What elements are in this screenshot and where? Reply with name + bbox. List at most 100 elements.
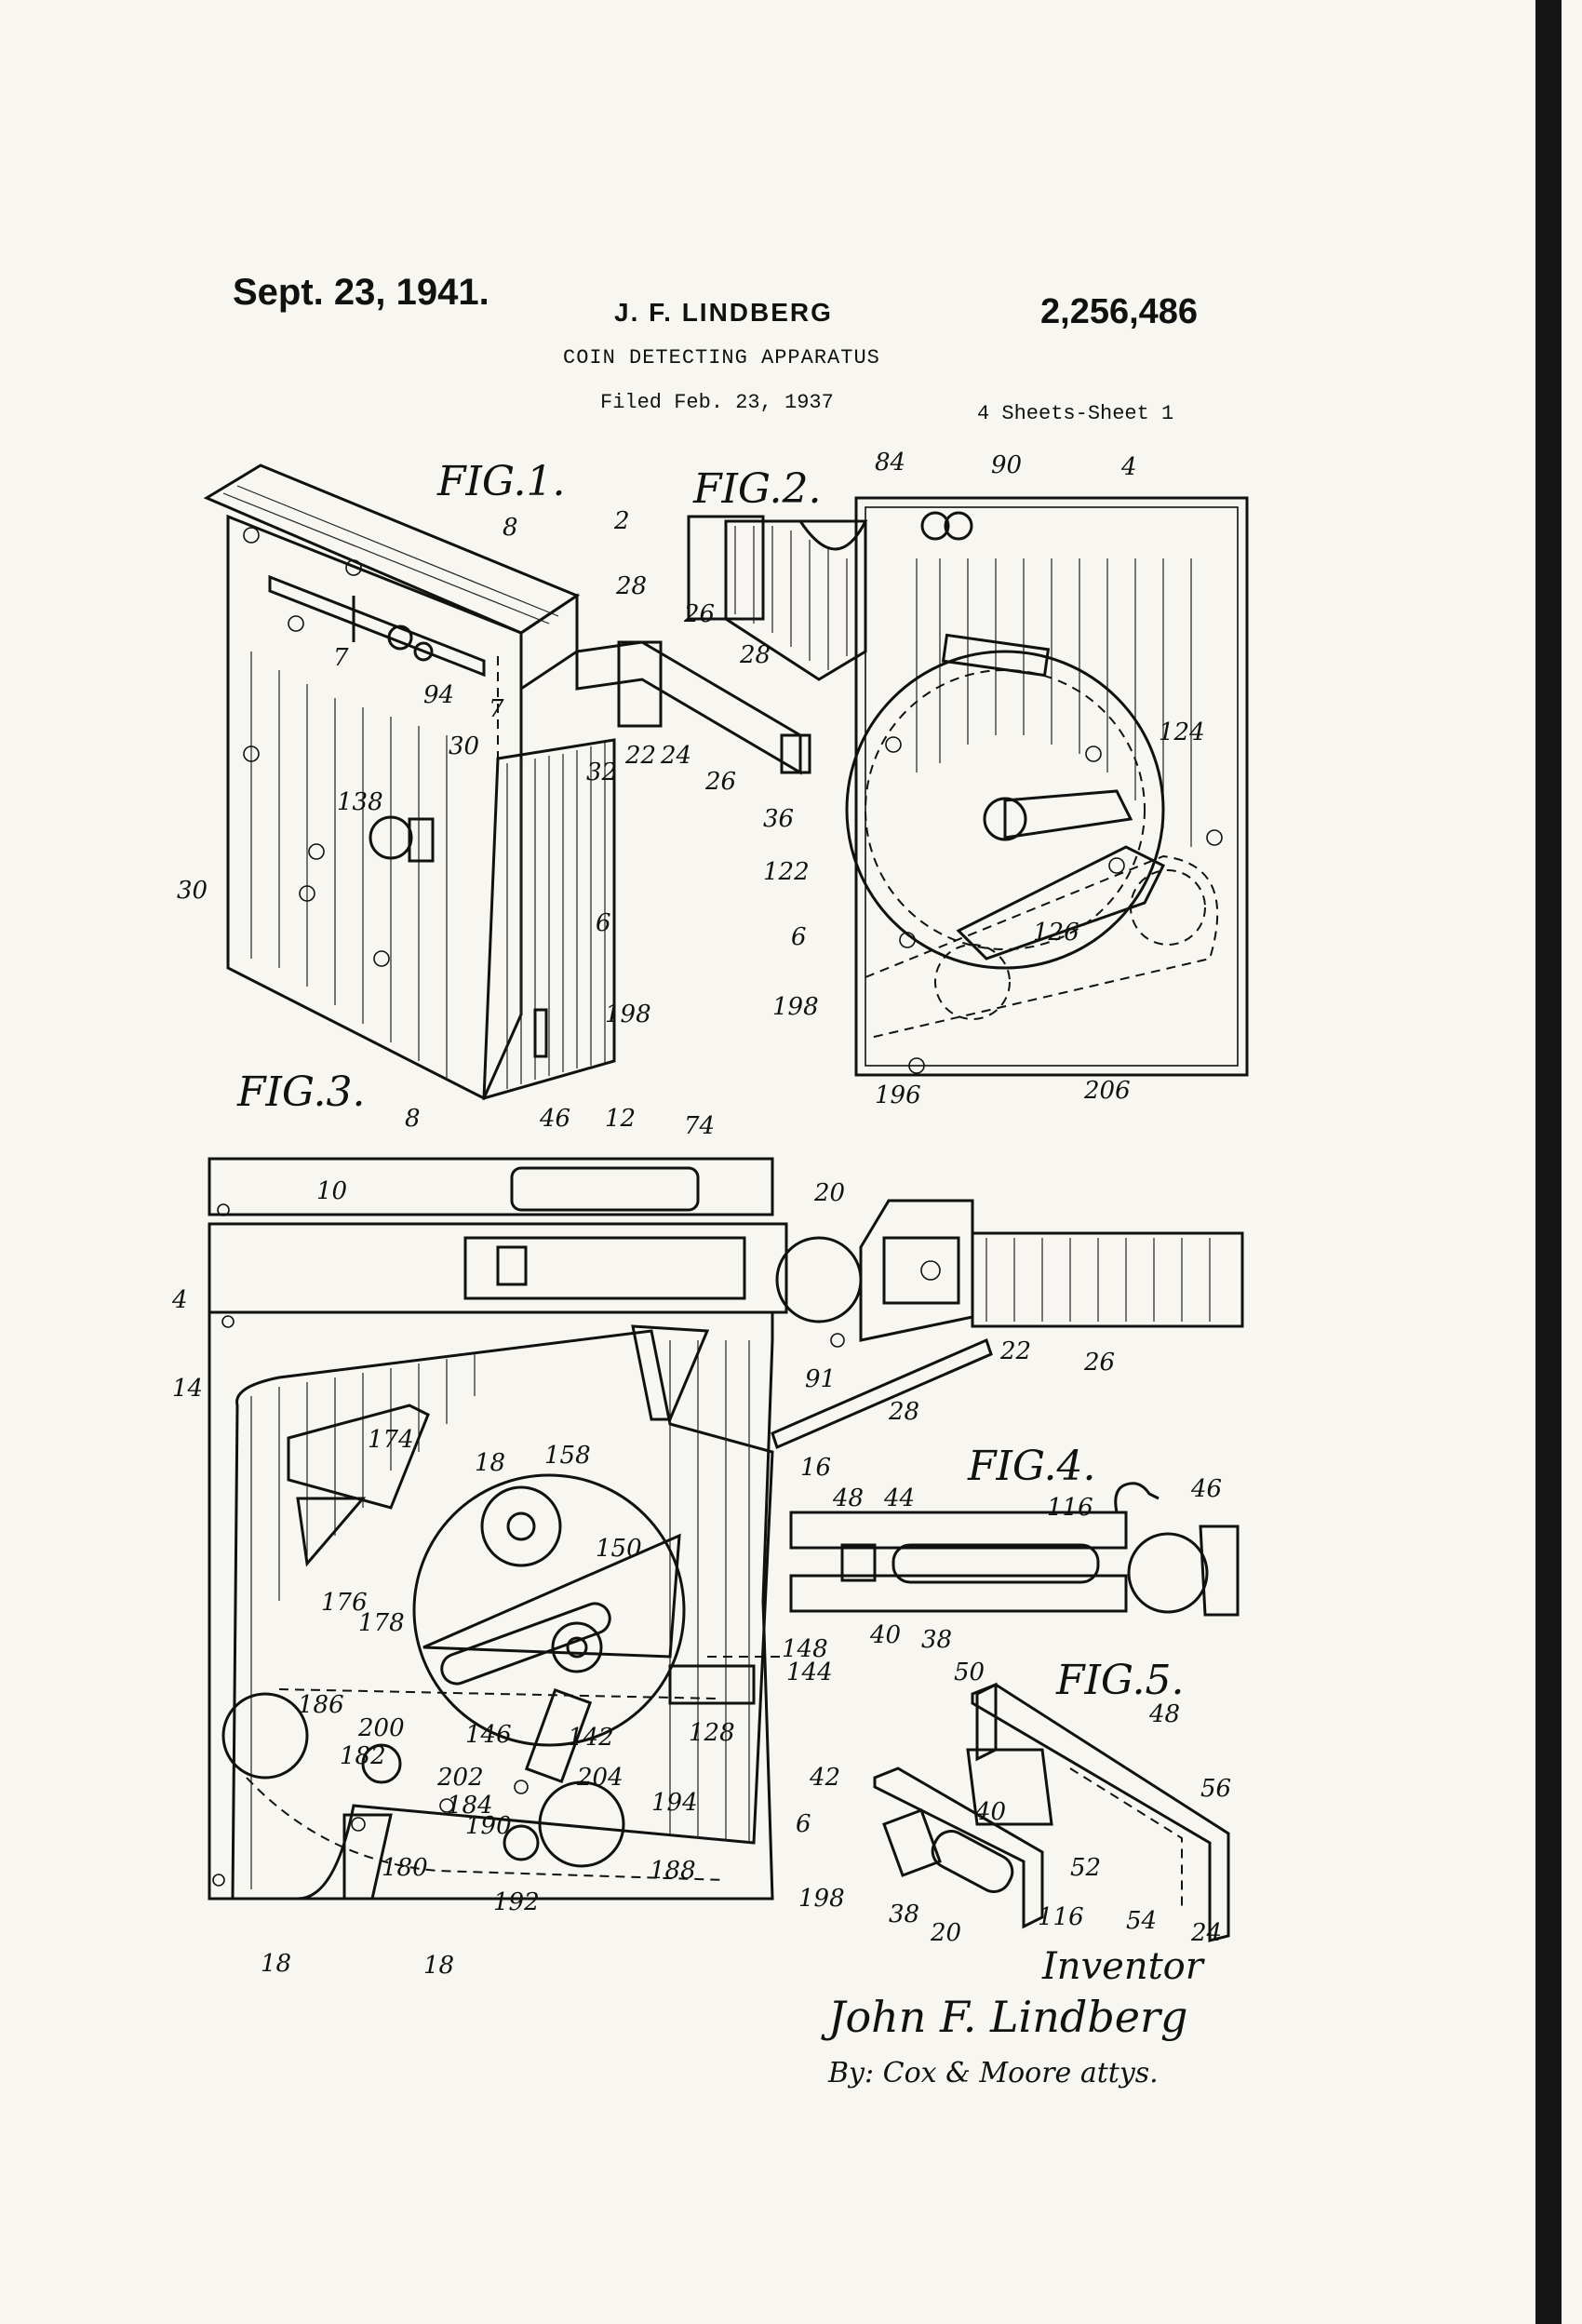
fig1-title: FIG.1. [436, 458, 565, 505]
ref-numeral: 150 [596, 1535, 642, 1563]
ref-numeral: 184 [447, 1792, 493, 1820]
ref-numeral: 186 [298, 1691, 344, 1719]
ref-numeral: 20 [813, 1179, 845, 1207]
ref-numeral: 116 [1038, 1903, 1084, 1931]
ref-numeral: 48 [1148, 1700, 1180, 1728]
ref-numeral: 124 [1159, 719, 1205, 746]
ref-numeral: 142 [568, 1724, 614, 1752]
ref-numeral: 148 [782, 1635, 828, 1663]
ref-numeral: 28 [615, 572, 647, 600]
ref-numeral: 10 [316, 1177, 347, 1205]
filing-date: Sept. 23, 1941. [233, 272, 489, 313]
ref-numeral: 196 [875, 1081, 921, 1109]
ref-numeral: 94 [423, 681, 454, 709]
ref-numeral: 174 [368, 1426, 414, 1454]
ref-numeral: 40 [869, 1621, 901, 1649]
ref-numeral: 7 [333, 644, 349, 672]
ref-numeral: 126 [1033, 919, 1079, 947]
ref-numeral: 30 [177, 877, 208, 905]
fig2-title: FIG.2. [692, 465, 821, 513]
ref-numeral: 138 [337, 788, 383, 816]
ref-numeral: 18 [475, 1449, 505, 1477]
ref-numeral: 144 [786, 1659, 833, 1686]
ref-numeral: 26 [683, 600, 715, 628]
attorney-signature: By: Cox & Moore attys. [828, 2057, 1159, 2089]
patent-title: COIN DETECTING APPARATUS [563, 346, 880, 369]
ref-numeral: 56 [1200, 1775, 1231, 1803]
patent-number: 2,256,486 [1040, 292, 1199, 331]
ref-numeral: 128 [689, 1719, 735, 1747]
ref-numeral: 24 [1190, 1919, 1222, 1947]
ref-numeral: 192 [493, 1888, 540, 1916]
fig1-hatching [250, 652, 606, 1089]
ref-numeral: 194 [651, 1789, 698, 1817]
ref-numeral: 91 [805, 1365, 836, 1393]
ref-numeral: 28 [739, 641, 771, 669]
ref-numeral: 28 [888, 1398, 919, 1426]
figure-5-drawing [873, 1682, 1230, 1942]
fig4-title: FIG.4. [967, 1443, 1095, 1490]
fig3-labels: 8 46 12 74 10 20 4 14 22 26 91 28 174 18… [171, 1105, 1115, 1980]
ref-numeral: 12 [605, 1105, 636, 1133]
figure-3-drawing [208, 1157, 1244, 1901]
fig1-labels: 8 2 28 7 94 7 30 32 22 24 26 36 138 30 6… [177, 507, 794, 1028]
ref-numeral: 146 [465, 1721, 512, 1749]
ref-numeral: 7 [489, 695, 504, 723]
ref-numeral: 46 [1190, 1475, 1222, 1503]
ref-numeral: 180 [382, 1854, 428, 1882]
ref-numeral: 198 [772, 993, 819, 1021]
figure-2-drawing [687, 496, 1249, 1077]
ref-numeral: 8 [405, 1105, 421, 1133]
ref-numeral: 6 [796, 1810, 811, 1838]
fig2-labels: 84 90 4 26 28 124 122 6 126 198 196 206 [683, 449, 1205, 1109]
ref-numeral: 16 [800, 1454, 831, 1482]
ref-numeral: 190 [465, 1812, 512, 1840]
ref-numeral: 176 [321, 1589, 368, 1617]
ref-numeral: 22 [999, 1337, 1031, 1365]
ref-numeral: 44 [883, 1484, 915, 1512]
ref-numeral: 54 [1126, 1907, 1157, 1935]
ref-numeral: 38 [921, 1626, 952, 1654]
ref-numeral: 20 [930, 1919, 961, 1947]
ref-numeral: 122 [763, 858, 810, 886]
ref-numeral: 50 [954, 1659, 985, 1686]
inventor-signature: John F. Lindberg [828, 1992, 1188, 2042]
ref-numeral: 46 [539, 1105, 570, 1133]
ref-numeral: 6 [791, 923, 807, 951]
ref-numeral: 26 [704, 768, 736, 796]
figure-1-drawing [203, 463, 811, 1101]
ref-numeral: 22 [624, 742, 656, 770]
fig3-title: FIG.3. [236, 1068, 365, 1116]
ref-numeral: 206 [1083, 1077, 1131, 1105]
ref-numeral: 30 [449, 732, 479, 760]
ref-numeral: 198 [605, 1001, 651, 1028]
ref-numeral: 2 [613, 507, 630, 535]
ref-numeral: 18 [261, 1950, 291, 1978]
ref-numeral: 204 [576, 1764, 623, 1792]
inventor-name: J. F. LINDBERG [614, 298, 833, 327]
fig5-title: FIG.5. [1055, 1657, 1184, 1704]
ref-numeral: 8 [503, 514, 518, 542]
ref-numeral: 116 [1047, 1494, 1093, 1522]
fig5-labels: 50 48 56 42 40 52 38 20 116 54 24 [809, 1659, 1231, 1947]
ref-numeral: 24 [660, 742, 691, 770]
ref-numeral: 4 [171, 1286, 188, 1314]
ref-numeral: 14 [172, 1375, 203, 1403]
fig4-labels: 48 44 116 46 40 38 [832, 1475, 1222, 1654]
ref-numeral: 84 [875, 449, 905, 477]
ref-numeral: 36 [763, 805, 794, 833]
ref-numeral: 38 [889, 1901, 919, 1928]
ref-numeral: 200 [357, 1714, 405, 1742]
ref-numeral: 178 [358, 1609, 405, 1637]
ref-numeral: 18 [423, 1952, 454, 1980]
ref-numeral: 6 [596, 909, 611, 937]
filed-date: Filed Feb. 23, 1937 [600, 391, 834, 414]
ref-numeral: 32 [586, 759, 617, 786]
ref-numeral: 198 [798, 1885, 845, 1913]
figure-4-drawing [789, 1482, 1240, 1617]
ref-numeral: 26 [1083, 1349, 1115, 1377]
inventor-caption: Inventor [1042, 1945, 1203, 1988]
ref-numeral: 52 [1070, 1854, 1101, 1882]
ref-numeral: 40 [974, 1798, 1006, 1826]
